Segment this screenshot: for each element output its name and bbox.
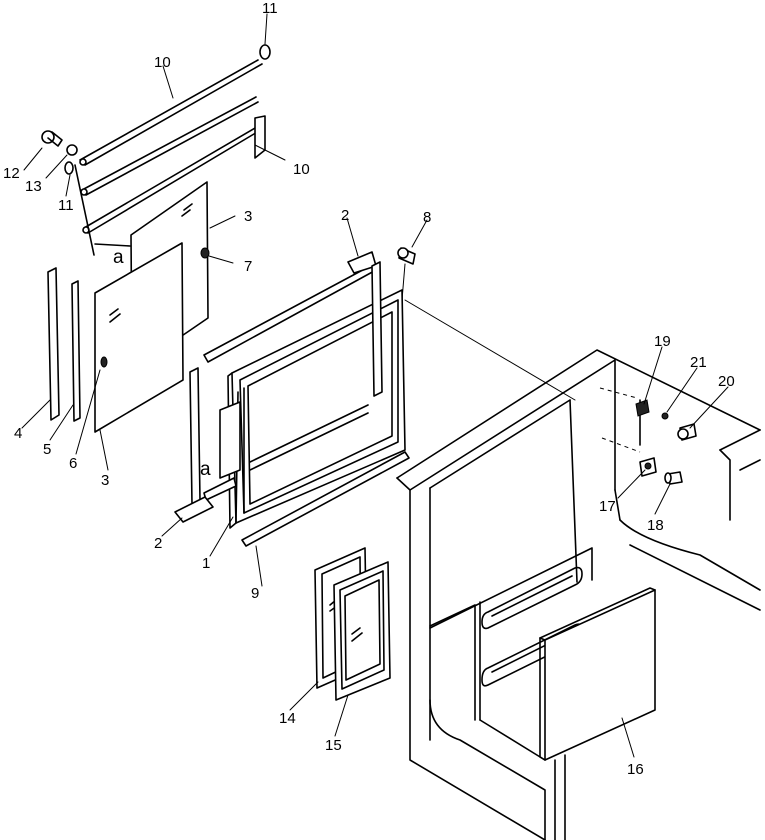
- side-strips: [47, 267, 81, 422]
- callout-21: 21: [690, 354, 707, 371]
- callout-15: 15: [325, 737, 342, 754]
- callout-12: 12: [3, 165, 20, 182]
- rods: [79, 59, 266, 234]
- fasteners-upper: [41, 44, 271, 256]
- glass-panels: [94, 181, 210, 433]
- callout-1: 1: [202, 555, 210, 572]
- callout-10-top: 10: [154, 54, 171, 71]
- callout-13: 13: [25, 178, 42, 195]
- callout-3-bottom: 3: [101, 472, 109, 489]
- callout-3-top: 3: [244, 208, 252, 225]
- callout-10-right: 10: [293, 161, 310, 178]
- match-mark-a-lower: a: [200, 459, 211, 480]
- callout-18: 18: [647, 517, 664, 534]
- callout-11-top: 11: [262, 0, 278, 17]
- callout-20: 20: [718, 373, 735, 390]
- match-mark-a-upper: a: [113, 247, 124, 268]
- callout-7: 7: [244, 258, 252, 275]
- window-frame-assembly: [174, 247, 576, 547]
- clips-and-bolts: [635, 399, 697, 485]
- match-marks: a a: [113, 247, 211, 480]
- callout-2-bottom: 2: [154, 535, 162, 552]
- cab-body: [396, 349, 761, 840]
- callout-labels: 11 10 10 12 13 11 3 7 2 8 4 5 6 3 2 1 9 …: [3, 0, 735, 778]
- callout-14: 14: [279, 710, 296, 727]
- callout-8: 8: [423, 209, 431, 226]
- small-window-assembly: [314, 547, 391, 701]
- callout-4: 4: [14, 425, 22, 442]
- callout-5: 5: [43, 441, 51, 458]
- callout-6: 6: [69, 455, 77, 472]
- callout-16: 16: [627, 761, 644, 778]
- leader-lines: [21, 13, 729, 758]
- callout-2-top: 2: [341, 207, 349, 224]
- callout-17: 17: [599, 498, 616, 515]
- callout-9: 9: [251, 585, 259, 602]
- callout-19: 19: [654, 333, 671, 350]
- callout-11-left: 11: [58, 197, 74, 214]
